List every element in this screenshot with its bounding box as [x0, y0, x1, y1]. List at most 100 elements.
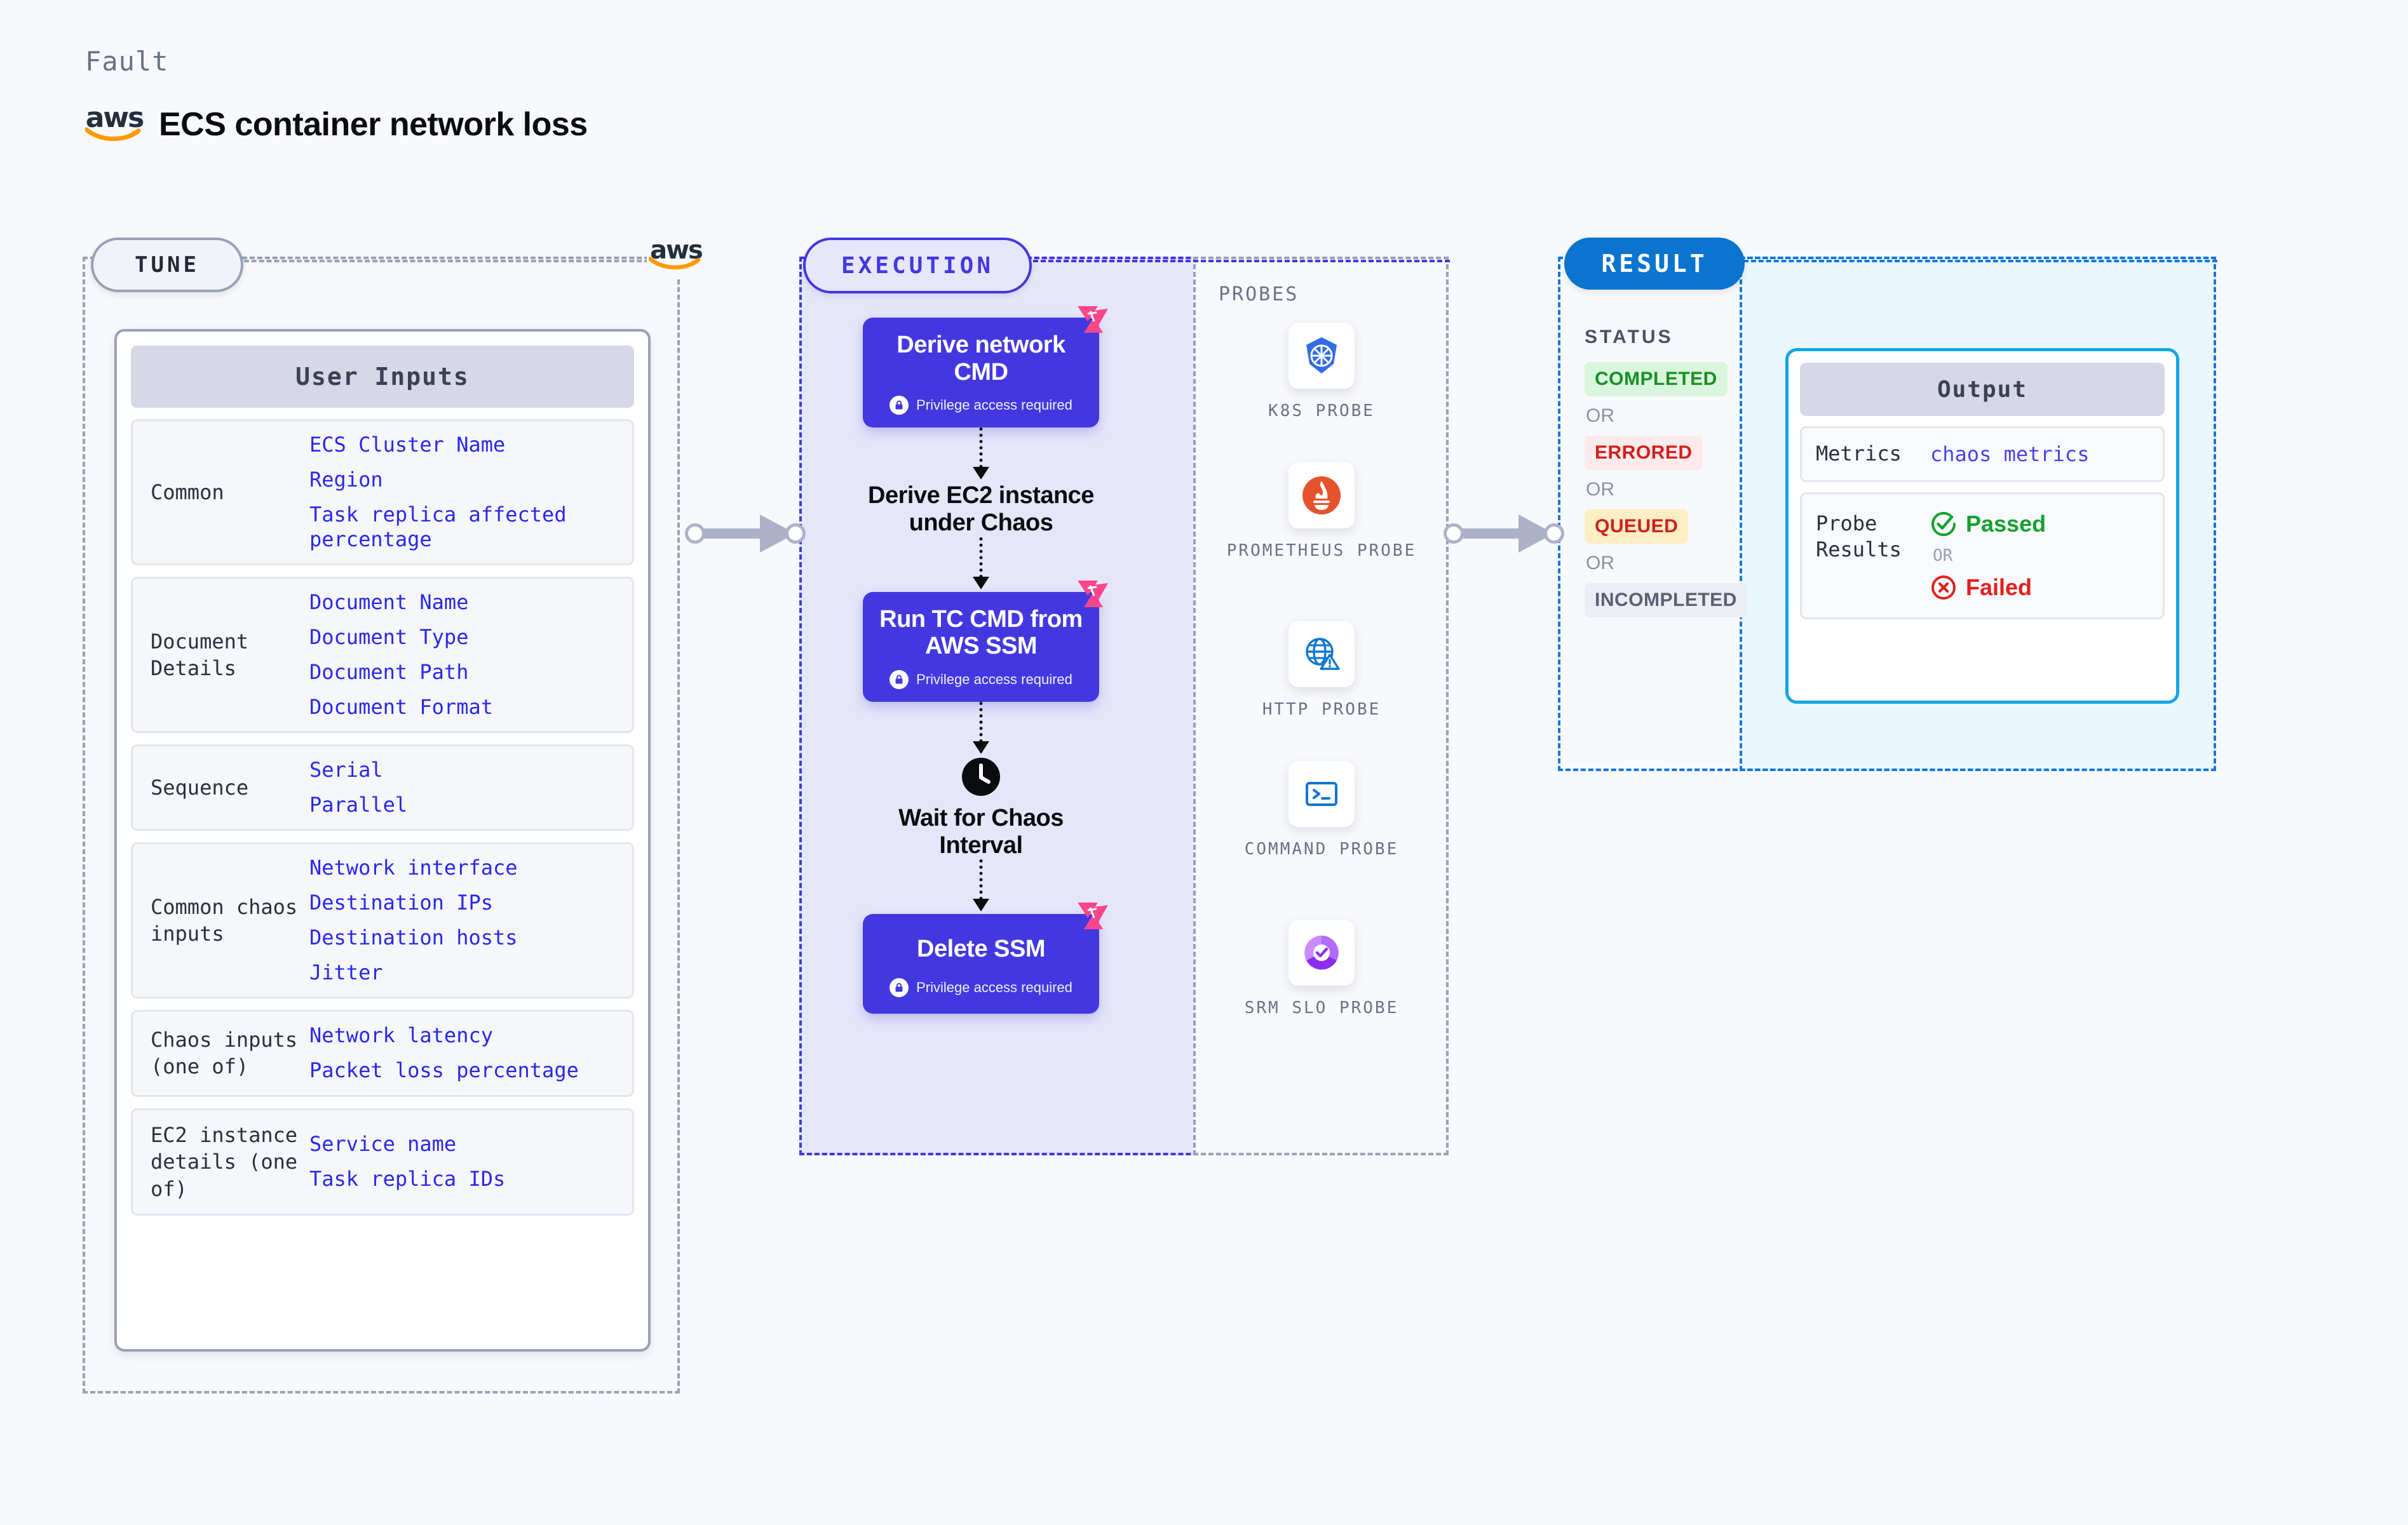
execution-flow: Derive network CMD Privilege access requ…	[863, 306, 1130, 1014]
http-globe-icon	[1289, 621, 1355, 687]
list-item[interactable]: Service name	[309, 1132, 457, 1157]
list-item[interactable]: ECS Cluster Name	[309, 433, 506, 457]
or-separator: OR	[1933, 546, 1953, 565]
flow-arrow	[863, 537, 1099, 592]
node-label: Run TC CMD from AWS SSM	[879, 605, 1083, 660]
execution-top-rule	[1025, 260, 1450, 262]
row-values: Service name Task replica IDs	[309, 1132, 623, 1192]
probe-item-http[interactable]: HTTP PROBE	[1226, 621, 1417, 721]
table-row: Common ECS Cluster Name Region Task repl…	[131, 419, 634, 566]
connector-tune-to-execution	[685, 514, 806, 553]
list-item[interactable]: Task replica IDs	[309, 1167, 506, 1192]
result-stage-pill[interactable]: RESULT	[1564, 238, 1745, 290]
or-separator: OR	[1586, 553, 1614, 574]
probe-label: COMMAND PROBE	[1244, 840, 1399, 859]
status-label: STATUS	[1585, 326, 1674, 347]
status-badge: ERRORED	[1585, 436, 1703, 470]
srm-slo-icon	[1289, 920, 1355, 986]
list-item[interactable]: Jitter	[309, 960, 383, 985]
node-label: Wait for Chaos Interval	[898, 804, 1064, 859]
row-key: EC2 instance details (one of)	[151, 1122, 298, 1201]
status-badge: INCOMPLETED	[1585, 583, 1747, 617]
chaos-badge-icon	[1078, 580, 1108, 607]
list-item[interactable]: Document Name	[309, 590, 469, 615]
table-row: Common chaos inputs Network interface De…	[131, 842, 634, 999]
lock-icon	[889, 396, 909, 415]
chaos-badge-icon	[1078, 903, 1108, 930]
table-row: Metrics chaos metrics	[1800, 426, 2165, 482]
probe-item-command[interactable]: COMMAND PROBE	[1226, 761, 1417, 861]
list-item[interactable]: Network latency	[309, 1023, 493, 1048]
table-row: Sequence Serial Parallel	[131, 744, 634, 831]
flow-node-wait-for-chaos-interval: Wait for Chaos Interval	[863, 756, 1099, 860]
x-circle-icon	[1931, 575, 1956, 600]
tune-stage-container	[83, 257, 680, 1394]
probe-label: K8S PROBE	[1268, 401, 1375, 420]
list-item[interactable]: Network interface	[309, 856, 518, 880]
list-item[interactable]: Document Path	[309, 660, 469, 685]
flow-arrow	[863, 427, 1099, 482]
privilege-text: Privilege access required	[916, 979, 1072, 995]
status-badge: QUEUED	[1585, 509, 1689, 544]
probe-result-passed: Passed	[1930, 511, 2154, 537]
probe-label: SRM SLO PROBE	[1244, 998, 1399, 1018]
table-row: Document Details Document Name Document …	[131, 577, 634, 734]
aws-smile-icon	[649, 257, 701, 270]
node-label: Derive network CMD	[896, 332, 1065, 386]
list-item[interactable]: Task replica affected percentage	[309, 502, 567, 552]
aws-smile-icon	[85, 127, 141, 141]
kubernetes-icon	[1289, 323, 1355, 389]
flow-node-delete-ssm[interactable]: Delete SSM Privilege access required	[863, 903, 1108, 1014]
list-item[interactable]: Destination IPs	[309, 890, 493, 915]
table-row: EC2 instance details (one of) Service na…	[131, 1108, 634, 1216]
tune-top-rule	[236, 260, 657, 262]
probe-label: HTTP PROBE	[1262, 700, 1381, 719]
execution-stage-pill[interactable]: EXECUTION	[803, 238, 1032, 293]
row-values: Document Name Document Type Document Pat…	[309, 590, 623, 720]
result-top-rule	[1743, 260, 2217, 262]
output-card: Output Metrics chaos metrics Probe Resul…	[1785, 348, 2179, 704]
prometheus-icon	[1289, 462, 1355, 528]
clock-icon	[962, 757, 1000, 796]
or-separator: OR	[1586, 479, 1614, 500]
row-key: Document Details	[151, 629, 249, 681]
page-title: ECS container network loss	[159, 106, 588, 143]
probes-container	[1193, 257, 1449, 1155]
row-values: Serial Parallel	[309, 758, 623, 817]
row-key: Common chaos inputs	[151, 894, 298, 946]
list-item[interactable]: Packet loss percentage	[309, 1058, 579, 1083]
list-item[interactable]: Serial	[309, 758, 383, 783]
aws-logo: aws	[84, 104, 145, 142]
flow-node-run-tc-cmd[interactable]: Run TC CMD from AWS SSM Privilege access…	[863, 580, 1108, 702]
result-stage-container	[1558, 257, 2216, 771]
chaos-badge-icon	[1078, 306, 1108, 333]
connector-execution-to-result	[1444, 514, 1564, 553]
list-item[interactable]: Document Format	[309, 695, 493, 720]
tune-stage-pill[interactable]: TUNE	[91, 238, 243, 292]
failed-label: Failed	[1966, 574, 2033, 600]
list-item[interactable]: Destination hosts	[309, 925, 518, 950]
status-list: COMPLETED OR ERRORED OR QUEUED OR INCOMP…	[1585, 362, 1747, 617]
list-item[interactable]: Document Type	[309, 625, 469, 650]
row-values: Network interface Destination IPs Destin…	[309, 856, 623, 985]
output-title: Output	[1800, 363, 2165, 416]
metrics-link[interactable]: chaos metrics	[1930, 441, 2090, 466]
probe-item-srm-slo[interactable]: SRM SLO PROBE	[1226, 920, 1417, 1019]
terminal-icon	[1289, 761, 1355, 827]
row-key: Chaos inputs (one of)	[151, 1027, 298, 1079]
probe-item-k8s[interactable]: K8S PROBE	[1226, 323, 1417, 422]
page-title-row: aws ECS container network loss	[84, 104, 588, 144]
probes-label: PROBES	[1219, 283, 1299, 306]
user-inputs-card: User Inputs Common ECS Cluster Name Regi…	[114, 329, 651, 1352]
row-key: Metrics	[1816, 441, 1902, 466]
table-row: Probe Results Passed OR Failed	[1800, 492, 2165, 619]
list-item[interactable]: Parallel	[309, 793, 408, 817]
node-label: Delete SSM	[917, 936, 1045, 963]
probe-result-failed: Failed	[1930, 574, 2154, 601]
probe-item-prometheus[interactable]: PROMETHEUS PROBE	[1226, 462, 1417, 562]
user-inputs-title: User Inputs	[131, 346, 634, 408]
flow-node-derive-network-cmd[interactable]: Derive network CMD Privilege access requ…	[863, 306, 1108, 428]
probe-label: PROMETHEUS PROBE	[1226, 541, 1417, 560]
list-item[interactable]: Region	[309, 467, 383, 492]
row-values: ECS Cluster Name Region Task replica aff…	[309, 433, 623, 552]
